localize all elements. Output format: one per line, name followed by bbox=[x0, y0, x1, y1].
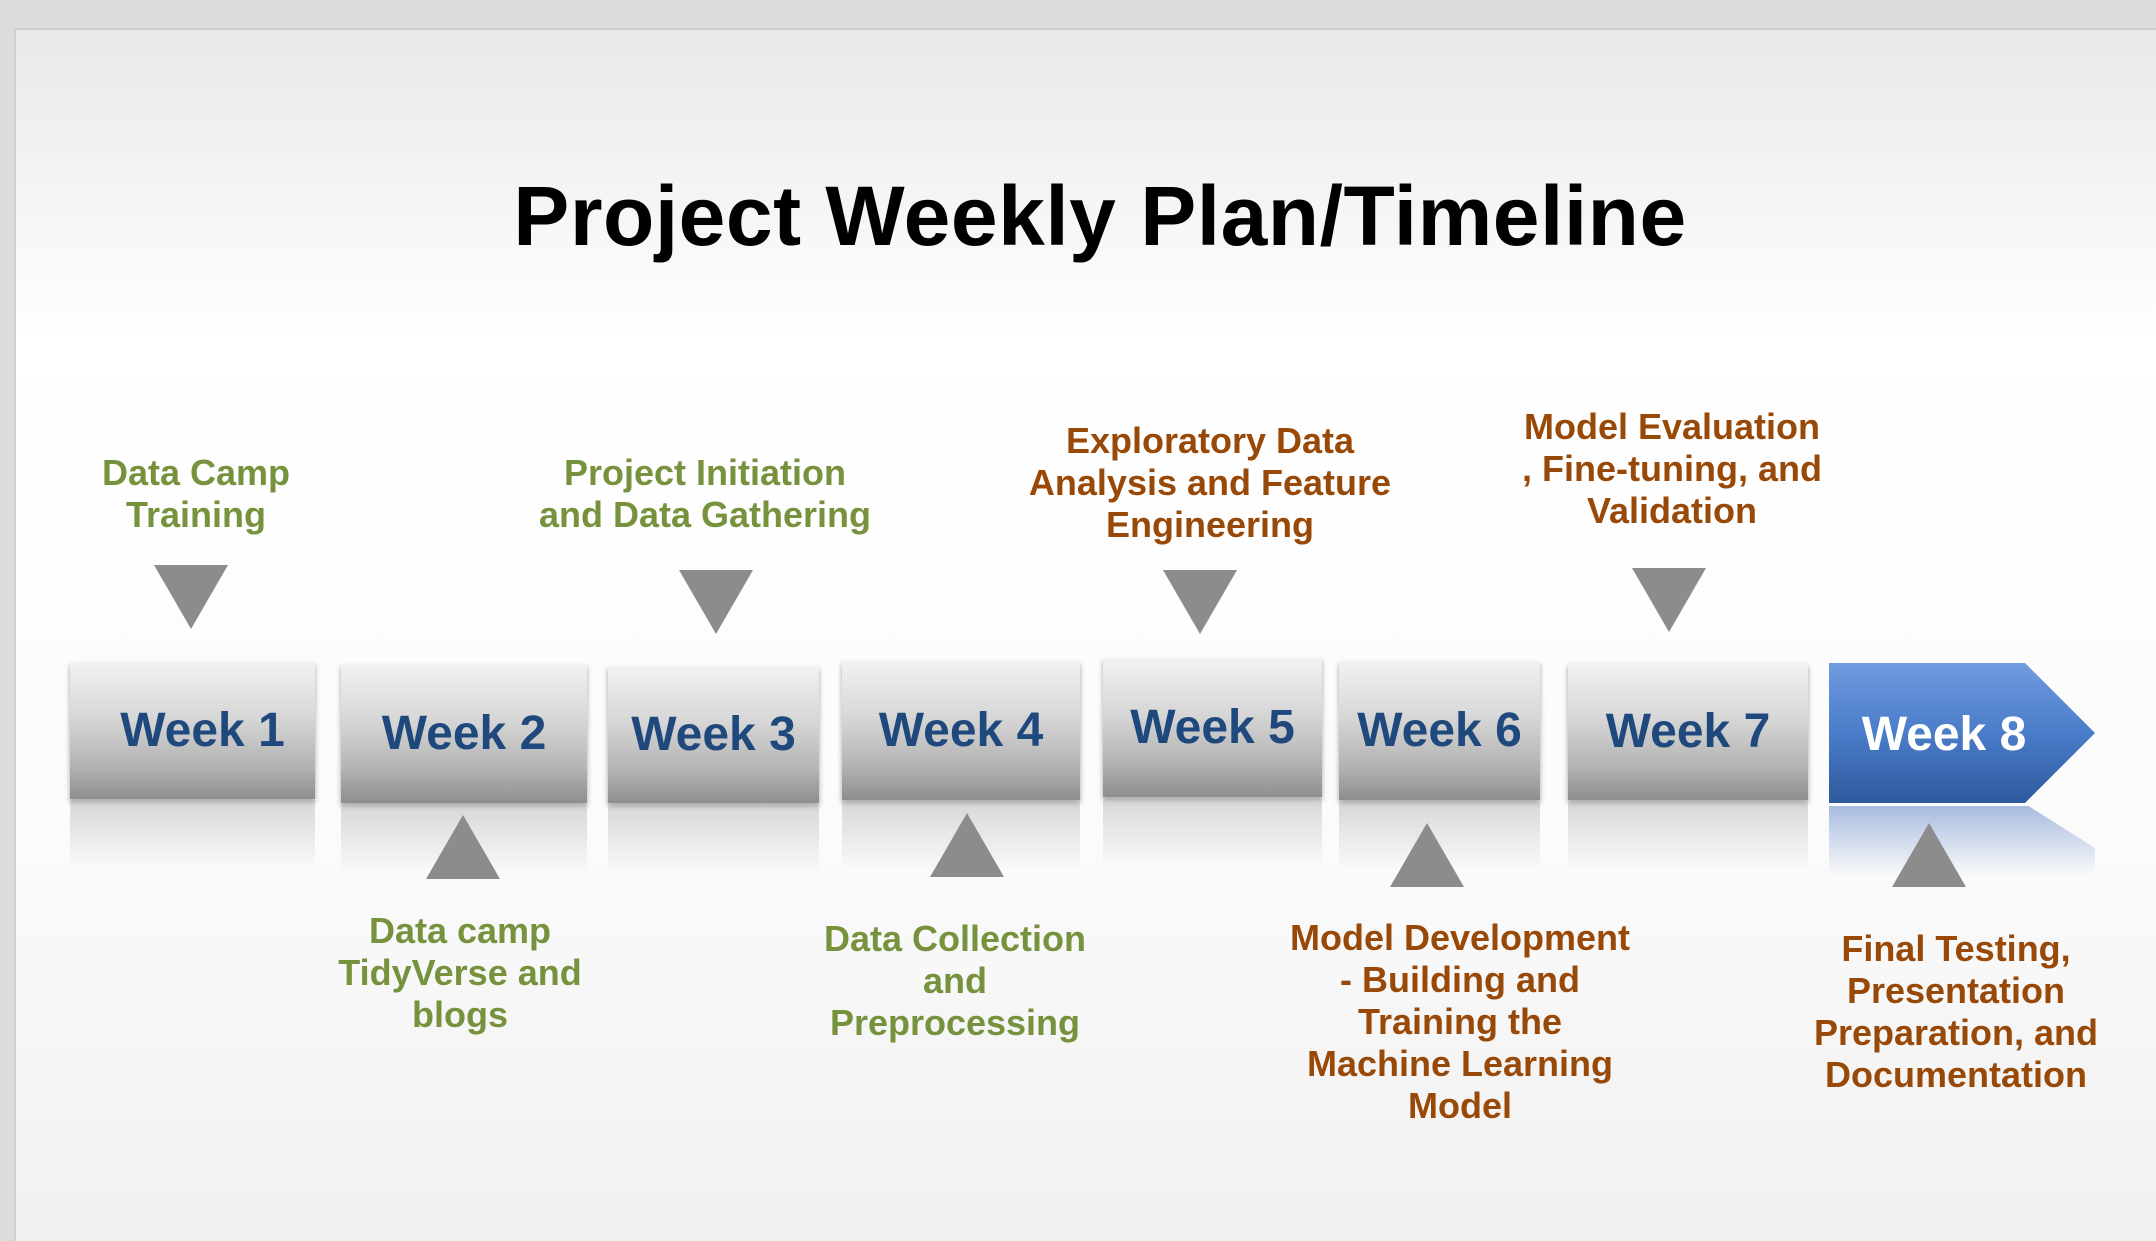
week-box-1: Week 1 bbox=[70, 662, 315, 799]
week-8-arrow-shape bbox=[1829, 663, 2095, 803]
bottom-label-week-8: Final Testing, Presentation Preparation,… bbox=[1813, 928, 2099, 1095]
week-label: Week 3 bbox=[631, 708, 796, 761]
top-label-week-3: Project Initiation and Data Gathering bbox=[538, 452, 872, 535]
week-box-7: Week 7 bbox=[1568, 663, 1808, 800]
week-box-5: Week 5 bbox=[1103, 658, 1322, 797]
pointer-up-icon bbox=[930, 813, 1004, 877]
pointer-up-icon bbox=[1390, 823, 1464, 887]
week-box-6: Week 6 bbox=[1339, 661, 1540, 800]
slide-canvas bbox=[14, 28, 2156, 1241]
pointer-down-icon bbox=[1163, 570, 1237, 634]
bottom-label-week-2: Data camp TidyVerse and blogs bbox=[338, 910, 582, 1035]
pointer-up-icon bbox=[1892, 823, 1966, 887]
week-label: Week 7 bbox=[1605, 705, 1771, 758]
week-label: Week 1 bbox=[120, 704, 285, 757]
reflection bbox=[1568, 801, 1808, 871]
week-label: Week 8 bbox=[1862, 708, 2027, 761]
reflection bbox=[70, 800, 315, 870]
top-label-week-1: Data Camp Training bbox=[101, 452, 291, 535]
week-box-8: Week 8 bbox=[1829, 663, 2095, 803]
week-box-3: Week 3 bbox=[608, 666, 819, 803]
week-box-4: Week 4 bbox=[842, 661, 1080, 800]
pointer-down-icon bbox=[679, 570, 753, 634]
top-label-week-5: Exploratory Data Analysis and Feature En… bbox=[1028, 420, 1392, 545]
page-title: Project Weekly Plan/Timeline bbox=[513, 169, 1687, 263]
bottom-label-week-6: Model Development - Building and Trainin… bbox=[1289, 917, 1631, 1126]
reflection bbox=[1103, 798, 1322, 868]
bottom-label-week-4: Data Collection and Preprocessing bbox=[823, 918, 1087, 1043]
week-label: Week 6 bbox=[1357, 704, 1522, 757]
reflection bbox=[608, 804, 819, 874]
pointer-down-icon bbox=[1632, 568, 1706, 632]
week-label: Week 5 bbox=[1130, 701, 1295, 754]
pointer-down-icon bbox=[154, 565, 228, 629]
week-label: Week 2 bbox=[381, 707, 547, 760]
week-label: Week 4 bbox=[878, 704, 1044, 757]
top-label-week-7: Model Evaluation , Fine-tuning, and Vali… bbox=[1522, 406, 1822, 531]
week-box-2: Week 2 bbox=[341, 664, 587, 803]
pointer-up-icon bbox=[426, 815, 500, 879]
